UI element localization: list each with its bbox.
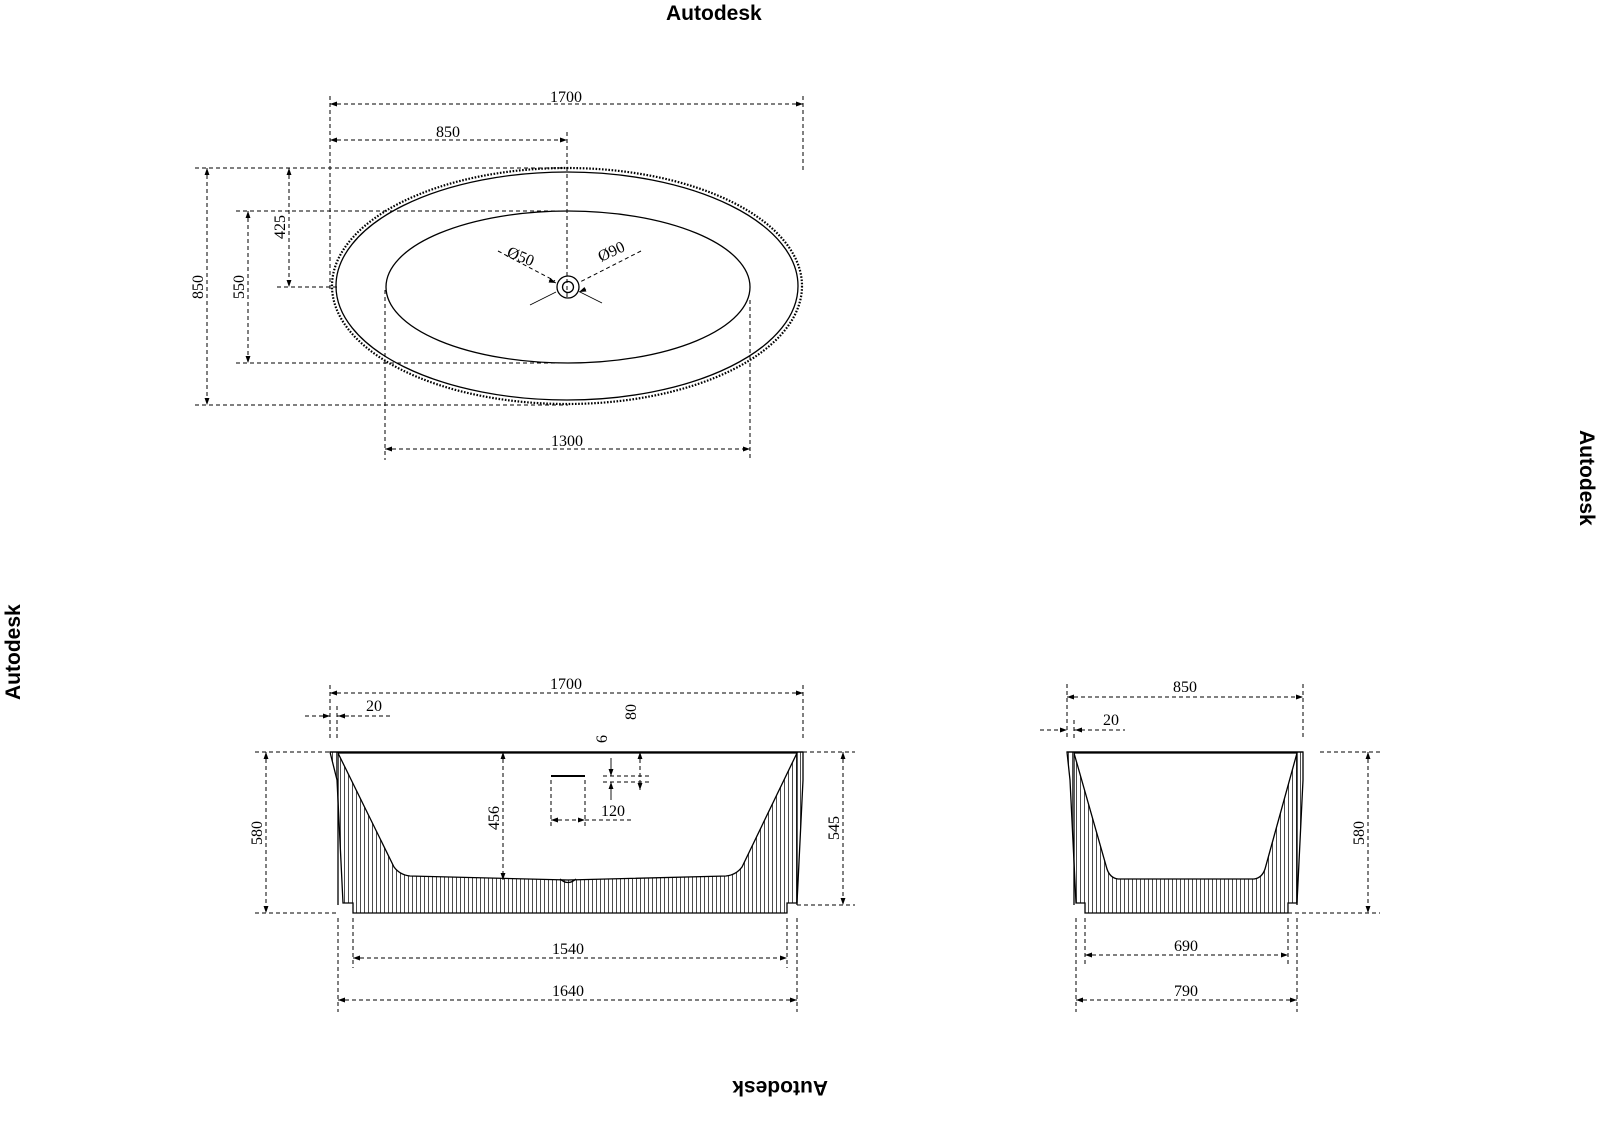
dim-front-height: 580 xyxy=(249,821,266,845)
dim-top-width: 850 xyxy=(190,275,207,299)
top-view: Ø50 Ø90 1700 850 850 550 425 1300 xyxy=(190,89,804,460)
dim-top-inner-length: 1300 xyxy=(551,433,583,450)
dim-front-overflow-top: 80 xyxy=(623,704,640,720)
dim-front-base-inner: 1540 xyxy=(552,941,584,958)
dim-side-base-inner: 690 xyxy=(1174,938,1198,955)
dim-top-length: 1700 xyxy=(550,89,582,106)
dim-side-width: 850 xyxy=(1173,679,1197,696)
outer-rim xyxy=(335,171,799,401)
dim-drain-large: Ø90 xyxy=(596,239,628,266)
dim-top-half-width: 425 xyxy=(272,215,289,239)
dim-front-overflow-width: 120 xyxy=(601,803,625,820)
side-inner-basin xyxy=(1073,752,1298,880)
dim-drain-small: Ø50 xyxy=(505,244,537,270)
front-view: 1700 20 580 545 456 80 6 120 1540 1640 xyxy=(249,676,855,1012)
dim-top-half-length: 850 xyxy=(436,124,460,141)
dim-front-body-height: 545 xyxy=(826,816,843,840)
dim-side-base-outer: 790 xyxy=(1174,983,1198,1000)
drain-outer xyxy=(556,275,580,299)
dim-side-rim-offset: 20 xyxy=(1103,712,1119,729)
dim-front-inner-depth: 456 xyxy=(486,806,503,830)
watermark-top: Autodesk xyxy=(666,2,762,25)
dim-front-overflow-height: 6 xyxy=(594,735,611,743)
inner-basin xyxy=(385,210,751,364)
dim-front-base-outer: 1640 xyxy=(552,983,584,1000)
dim-front-rim-offset: 20 xyxy=(366,698,382,715)
side-view: 850 20 580 690 790 xyxy=(1040,679,1380,1012)
dim-front-length: 1700 xyxy=(550,676,582,693)
dim-top-inner-width: 550 xyxy=(231,275,248,299)
drain-inner xyxy=(561,280,575,294)
front-drain xyxy=(559,878,577,884)
dim-side-height: 580 xyxy=(1351,821,1368,845)
front-inner-basin xyxy=(336,752,799,881)
